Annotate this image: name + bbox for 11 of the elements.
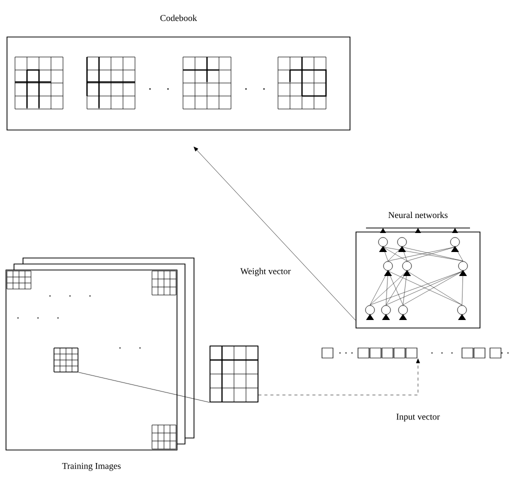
training-image: Training Images xyxy=(6,270,178,471)
input-vector: Input vector xyxy=(396,414,440,422)
codebook-box: Codebook xyxy=(6,14,350,130)
edge-label: Weight vector xyxy=(240,268,291,276)
arrow xyxy=(258,358,420,396)
node-label: Neural networks xyxy=(388,212,448,218)
image-block xyxy=(209,345,259,403)
node-label: Codebook xyxy=(160,14,198,22)
arrow xyxy=(194,146,356,321)
node-label: Training Images xyxy=(62,462,121,471)
image-patch xyxy=(54,348,78,372)
